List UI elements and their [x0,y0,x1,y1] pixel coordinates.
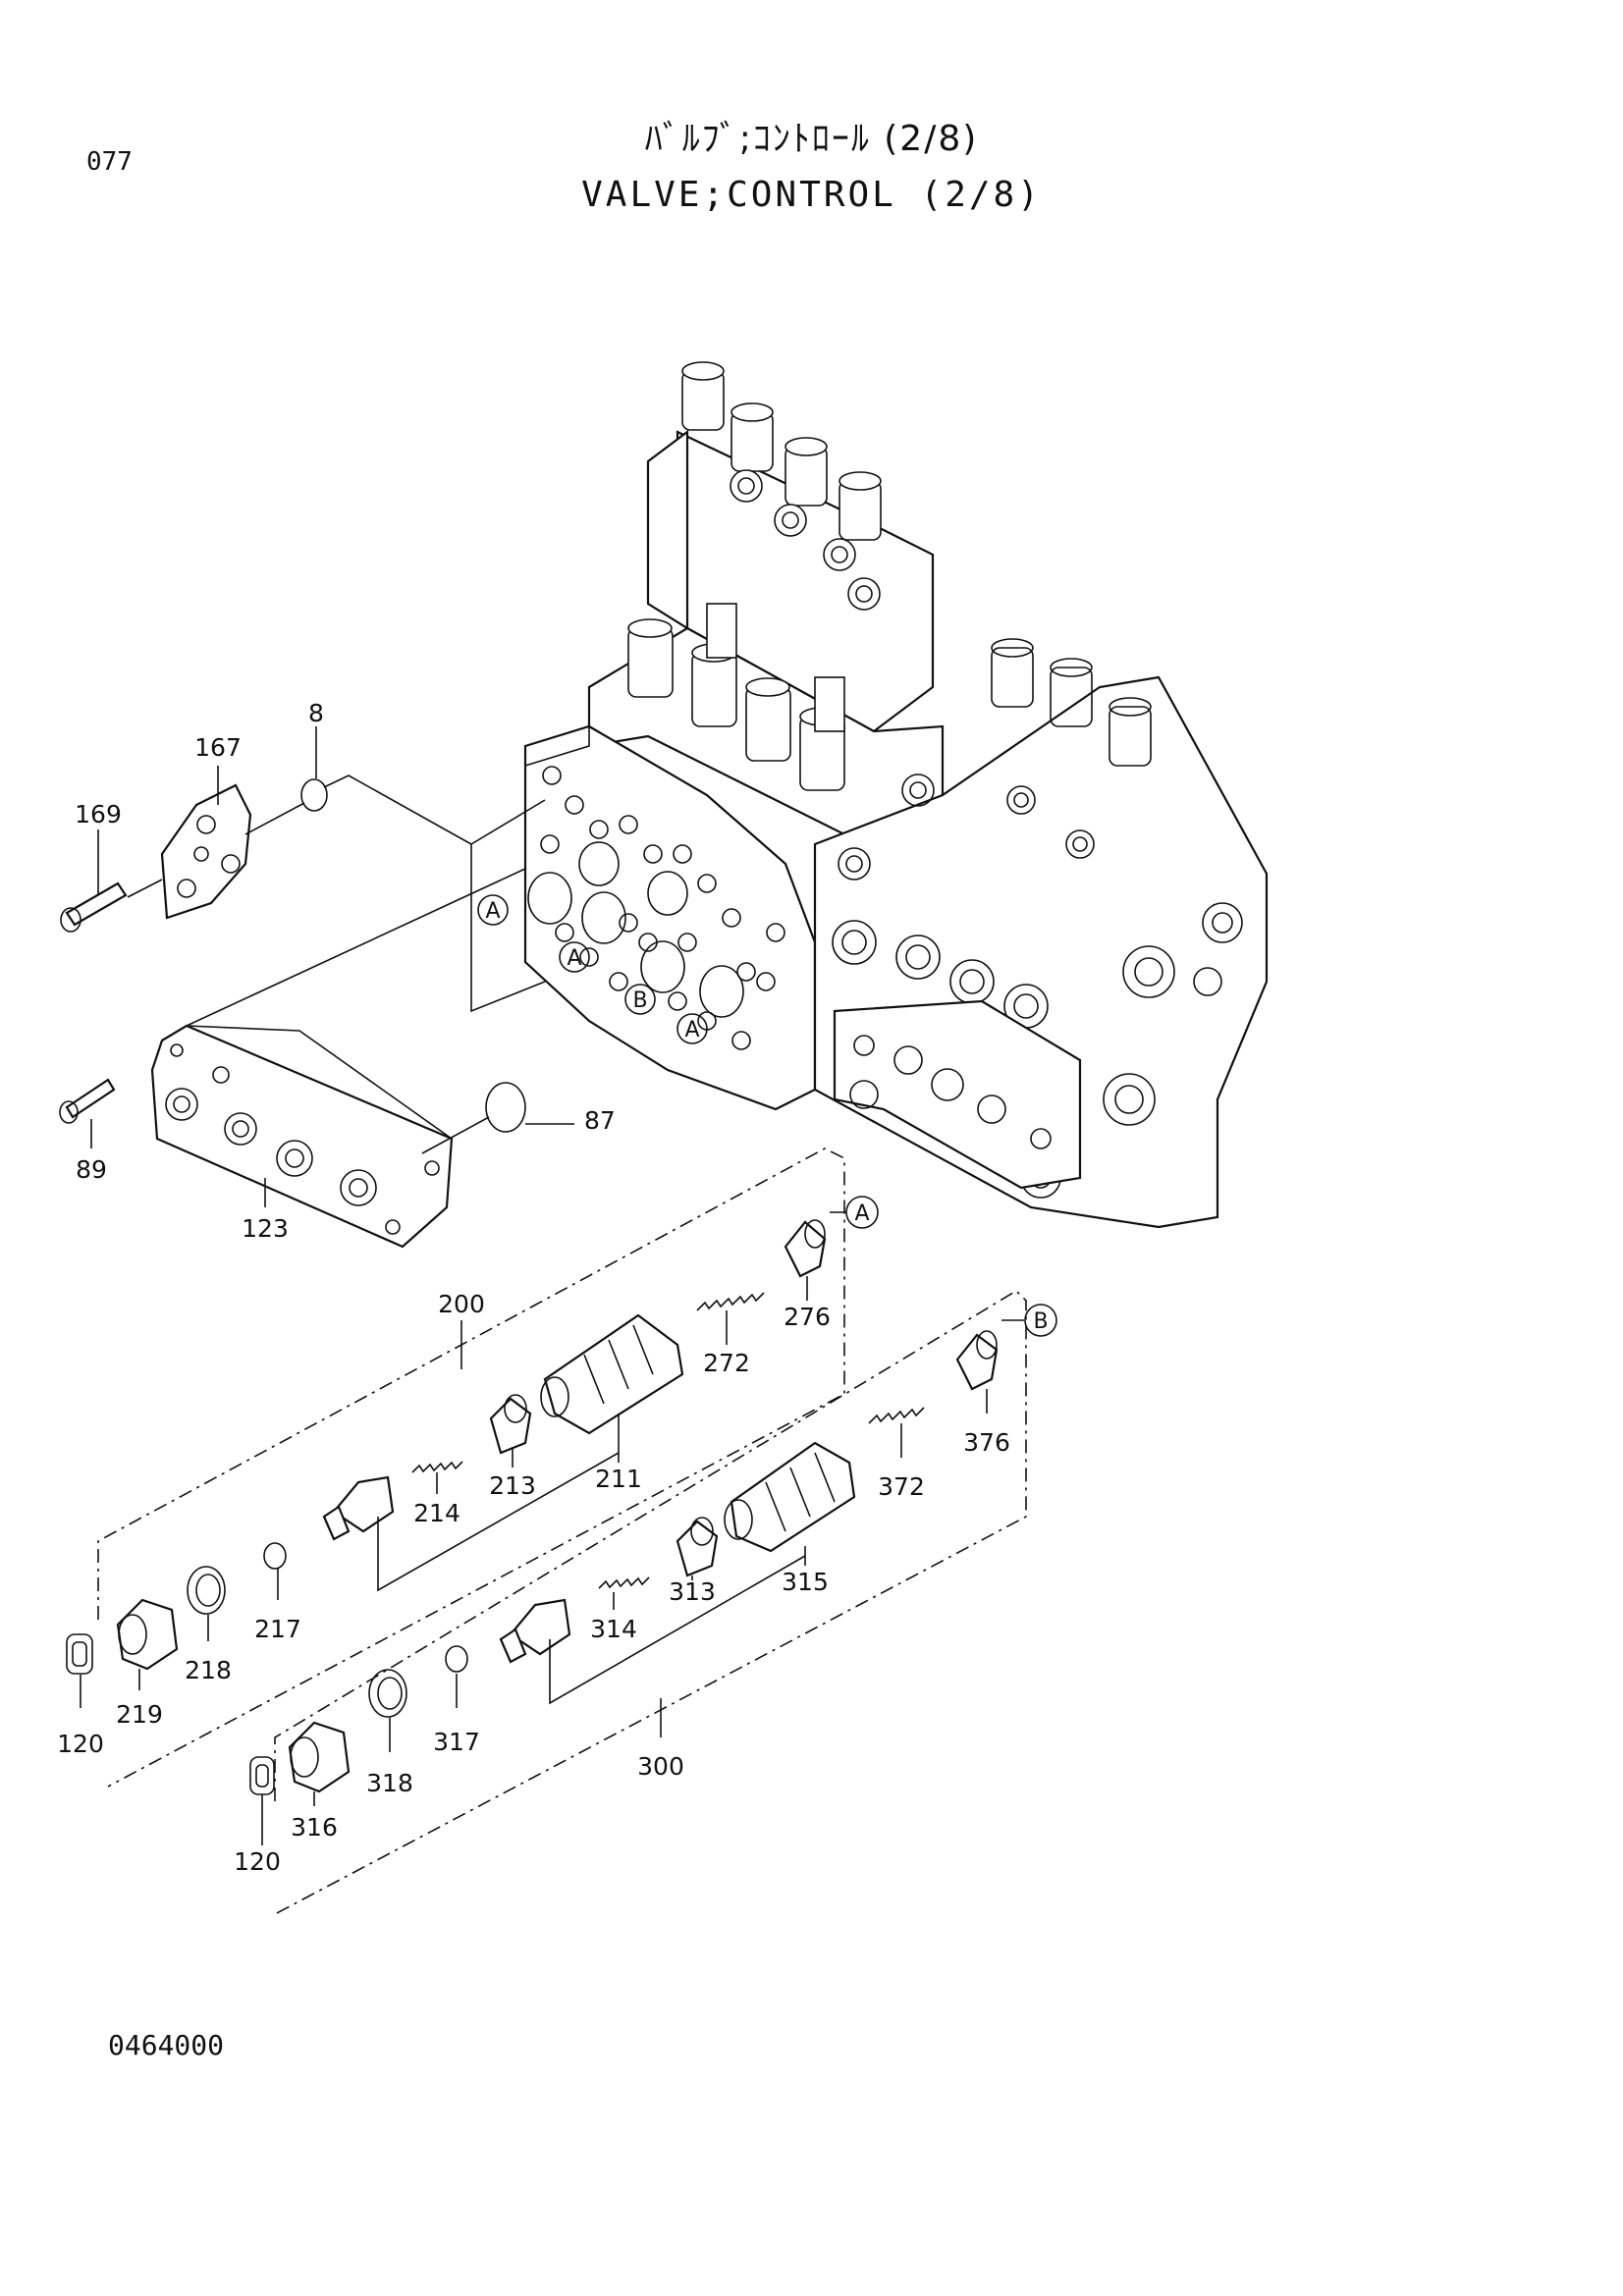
callout-211: 211 [595,1414,642,1493]
svg-text:89: 89 [76,1155,107,1184]
port-marker-a-3: A [676,1013,708,1044]
callout-300: 300 [637,1698,684,1781]
svg-text:314: 314 [590,1615,637,1643]
svg-text:A: A [567,946,581,971]
callout-313: 313 [669,1575,716,1606]
svg-text:A: A [854,1201,869,1226]
svg-text:B: B [632,988,647,1013]
title-english: VALVE;CONTROL (2/8) [581,175,1042,215]
svg-text:276: 276 [784,1303,831,1331]
svg-text:372: 372 [878,1472,925,1501]
spool-assembly-300-parts [249,1330,999,1795]
svg-text:169: 169 [75,800,122,828]
callout-219: 219 [116,1669,163,1729]
title-japanese: ﾊﾞﾙﾌﾞ;ｺﾝﾄﾛｰﾙ (2/8) [644,119,979,159]
svg-text:A: A [684,1018,699,1042]
svg-text:317: 317 [433,1728,480,1756]
svg-text:200: 200 [438,1290,485,1318]
callout-218: 218 [185,1615,232,1684]
callout-276: 276 [784,1276,831,1331]
bolt-169 [60,881,128,933]
svg-text:272: 272 [703,1349,750,1377]
callout-214: 214 [413,1472,460,1527]
spool-assembly-200-parts [66,1219,827,1675]
callout-120-lower: 120 [234,1794,281,1876]
callout-272: 272 [703,1310,750,1377]
svg-text:167: 167 [194,733,242,762]
svg-text:8: 8 [308,699,324,727]
callout-372: 372 [878,1423,925,1501]
svg-text:213: 213 [489,1471,536,1500]
spool-assembly-200-boundary [97,1148,845,1788]
cover-123 [150,1024,454,1249]
svg-text:218: 218 [185,1656,232,1684]
callout-200: 200 [438,1290,485,1369]
port-marker-a-1: A [477,894,509,926]
svg-text:B: B [1033,1309,1048,1334]
figure-code: 0464000 [108,2029,225,2061]
callout-315: 315 [782,1546,829,1596]
callout-87: 87 [584,1106,616,1135]
callout-317: 317 [433,1674,480,1756]
callout-376: 376 [963,1389,1010,1457]
cover-167 [160,783,252,920]
bolt-89 [59,1078,116,1124]
callout-8: 8 [308,699,324,778]
callout-213: 213 [489,1448,536,1500]
svg-text:318: 318 [366,1769,413,1797]
svg-text:214: 214 [413,1499,460,1527]
svg-text:376: 376 [963,1428,1010,1457]
svg-text:A: A [485,899,500,924]
svg-text:87: 87 [584,1106,616,1135]
callout-167: 167 [194,733,242,805]
callout-318: 318 [366,1718,413,1797]
o-ring-8 [300,778,328,812]
svg-text:217: 217 [254,1615,301,1643]
control-valve-body [523,361,1269,1229]
callout-123: 123 [242,1178,289,1243]
callout-316: 316 [291,1791,338,1842]
svg-text:123: 123 [242,1214,289,1243]
callout-169: 169 [75,800,122,895]
port-marker-a-2: A [559,941,590,973]
svg-text:313: 313 [669,1577,716,1606]
ref-marker-b: B [1001,1304,1057,1337]
svg-text:120: 120 [234,1847,281,1876]
callout-217: 217 [254,1569,301,1643]
svg-text:120: 120 [57,1730,104,1758]
svg-text:315: 315 [782,1568,829,1596]
page-number: 077 [86,147,133,177]
svg-text:219: 219 [116,1700,163,1729]
port-marker-b: B [624,984,656,1015]
svg-text:211: 211 [595,1465,642,1493]
ref-marker-a: A [830,1196,879,1229]
callout-120-upper: 120 [57,1675,104,1758]
svg-text:316: 316 [291,1813,338,1842]
svg-text:300: 300 [637,1752,684,1781]
callout-314: 314 [590,1592,637,1643]
o-ring-87 [485,1082,526,1133]
callout-89: 89 [76,1119,107,1184]
